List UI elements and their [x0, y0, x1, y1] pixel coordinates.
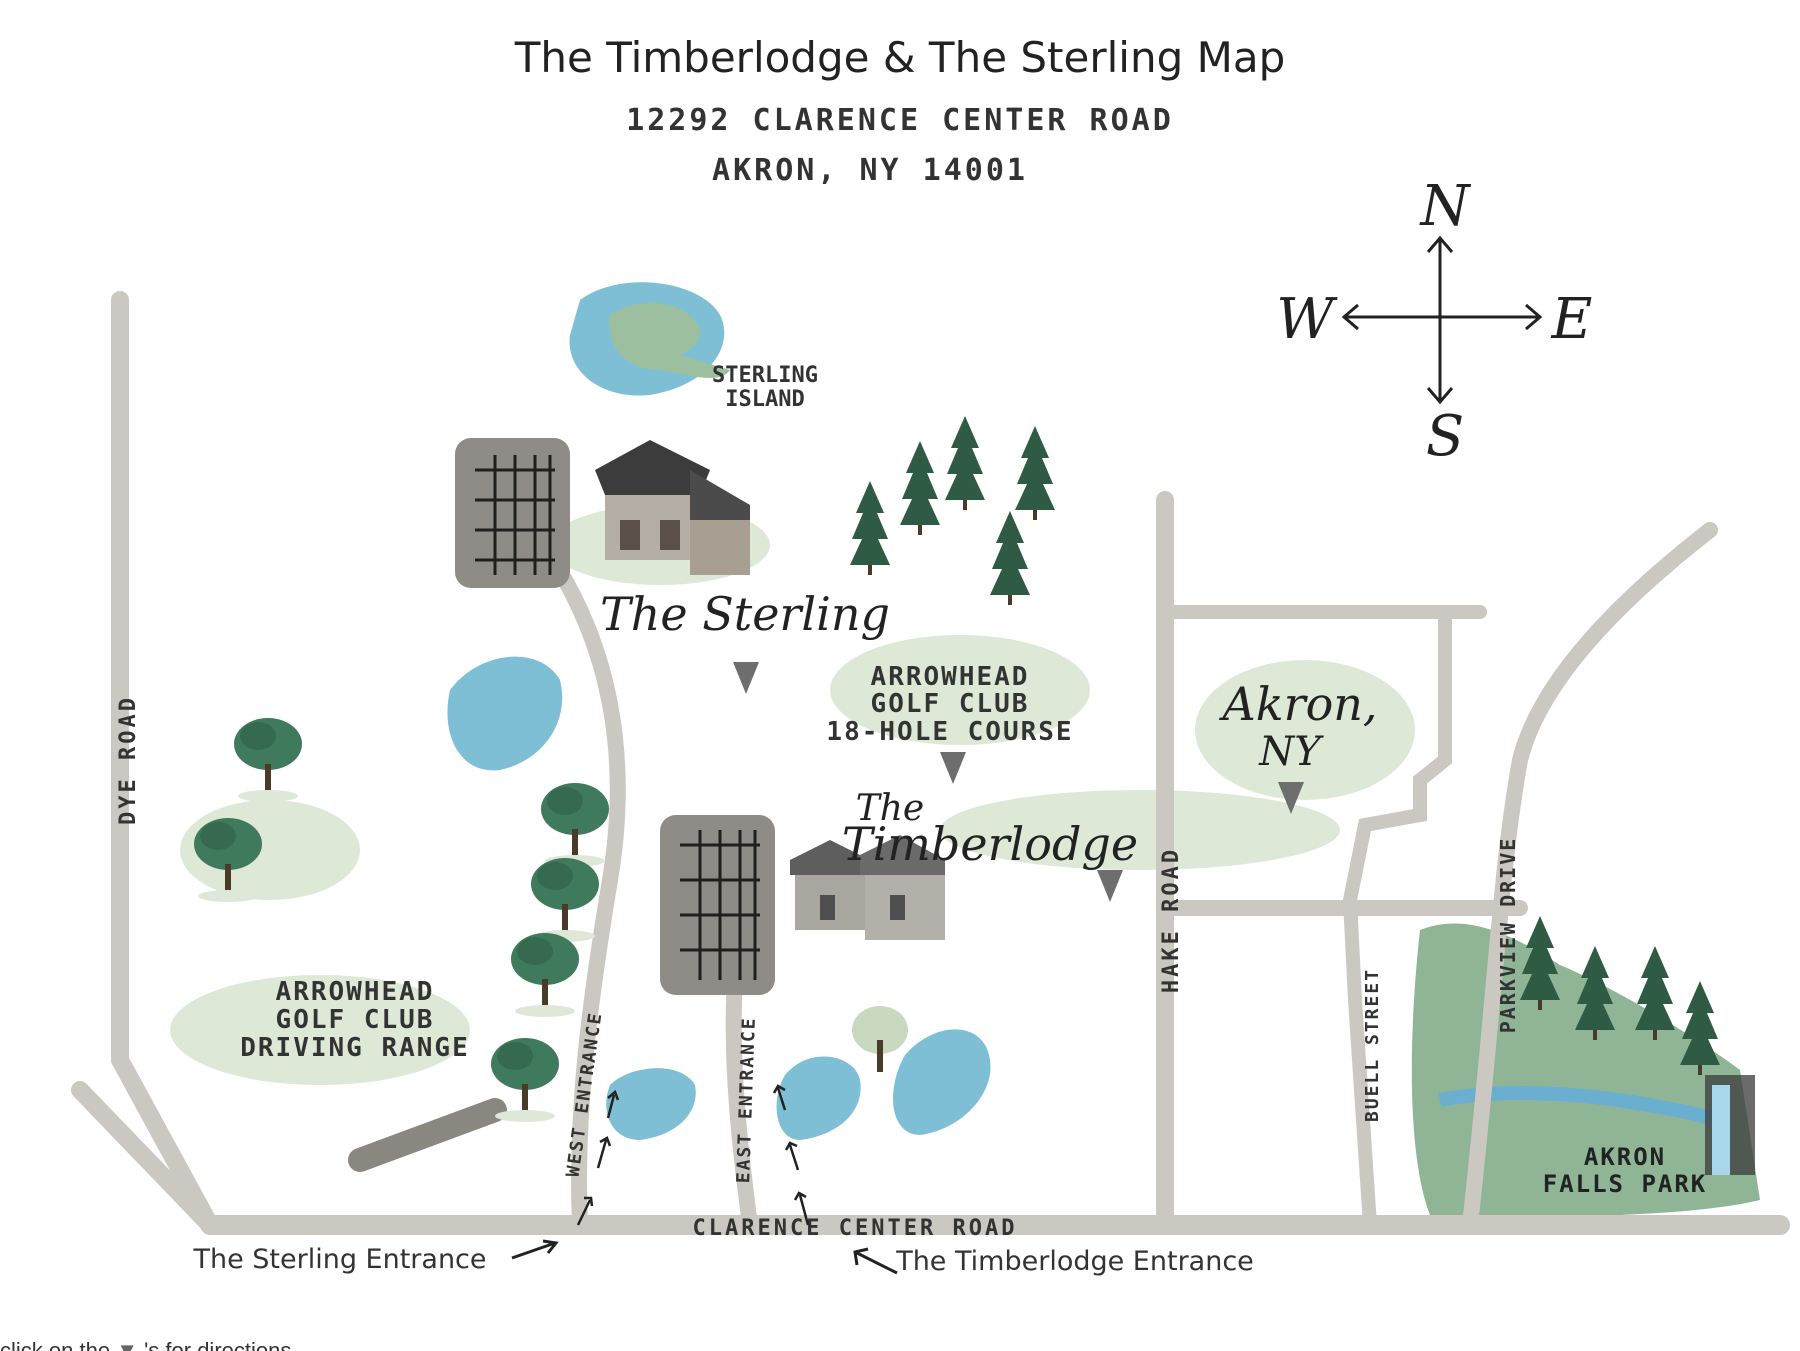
map-pin-icon: ▼ — [116, 1338, 138, 1351]
buell-street-label: BUELL STREET — [1362, 968, 1383, 1122]
arrow-down-icon — [1426, 387, 1454, 405]
sterling-directions-marker[interactable] — [733, 662, 759, 694]
clarence-center-road-label: CLARENCE CENTER ROAD — [693, 1216, 1018, 1241]
the-sterling-building — [595, 440, 750, 575]
compass-west: W — [1276, 287, 1338, 352]
arrow-up-icon — [1426, 235, 1454, 253]
sterling-entrance-label: The Sterling Entrance — [192, 1244, 486, 1275]
ponds — [447, 282, 991, 1140]
arrow-left-icon — [1341, 303, 1359, 331]
akron-directions-marker[interactable] — [1278, 782, 1304, 814]
driving-range-label-1: ARROWHEAD — [276, 977, 435, 1007]
west-pond — [447, 656, 563, 771]
east-pond-2 — [893, 1029, 991, 1135]
arrow-right-icon — [511, 1239, 559, 1260]
buell-street-path — [1342, 605, 1452, 1232]
map-pin-icon[interactable] — [1097, 870, 1123, 902]
map-pin-icon[interactable] — [1278, 782, 1304, 814]
the-timberlodge-building — [790, 835, 945, 940]
roads — [71, 291, 1790, 1235]
arrow-left-icon — [853, 1247, 898, 1275]
akron-label-1: Akron, — [1218, 677, 1377, 731]
compass-south: S — [1426, 404, 1464, 469]
golf-course-label-1: ARROWHEAD — [871, 662, 1030, 692]
west-entrance-label: WEST ENTRANCE — [563, 1010, 607, 1178]
east-pond-1 — [776, 1056, 861, 1140]
sterling-island — [609, 303, 730, 378]
arrow-right-icon — [1525, 303, 1543, 331]
timberlodge-label-2: Timberlodge — [842, 817, 1138, 871]
sterling-island-label-2: ISLAND — [725, 387, 804, 412]
park-stream — [1438, 1085, 1722, 1127]
golf-course-label-3: 18-HOLE COURSE — [826, 717, 1073, 747]
directions-hint-prefix: click on the — [0, 1338, 111, 1351]
golf-course-label-2: GOLF CLUB — [871, 689, 1030, 719]
dye-road-label: DYE ROAD — [116, 695, 141, 825]
address-line-1: 12292 CLARENCE CENTER ROAD — [626, 103, 1174, 138]
sterling-parking-lot — [455, 438, 570, 588]
timberlodge-label-1: The — [856, 788, 925, 829]
driving-range-label-3: DRIVING RANGE — [240, 1033, 470, 1063]
address-line-2: AKRON, NY 14001 — [712, 153, 1028, 188]
map-pin-icon[interactable] — [733, 662, 759, 694]
the-sterling-label: The Sterling — [600, 587, 890, 641]
west-entrance-pond — [606, 1068, 696, 1140]
golf-course-directions-marker[interactable] — [940, 752, 966, 784]
parkview-drive-path — [1462, 522, 1718, 1233]
timberlodge-parking-lot — [660, 815, 775, 995]
map-title: The Timberlodge & The Sterling Map — [514, 33, 1285, 82]
hake-road-label: HAKE ROAD — [1159, 847, 1184, 993]
west-entrance-path — [557, 572, 626, 1233]
entrance-path-arrows — [576, 1084, 810, 1226]
dye-road-path — [111, 291, 219, 1234]
timberlodge-entrance-label: The Timberlodge Entrance — [895, 1246, 1254, 1277]
timberlodge-directions-marker[interactable] — [1097, 870, 1123, 902]
willow-tree — [852, 1006, 908, 1072]
akron-falls-label-2: FALLS PARK — [1543, 1170, 1708, 1198]
directions-hint: click on the ▼ 's for directions — [0, 1336, 600, 1351]
map-pin-icon[interactable] — [940, 752, 966, 784]
akron-falls-label-1: AKRON — [1584, 1143, 1666, 1171]
east-entrance-path — [725, 972, 758, 1233]
compass-rose: N S W E — [1276, 174, 1592, 469]
directions-hint-suffix: 's for directions — [144, 1338, 292, 1351]
akron-label-2: NY — [1258, 729, 1324, 775]
parkview-drive-label: PARKVIEW DRIVE — [1496, 837, 1520, 1034]
compass-north: N — [1419, 174, 1472, 239]
sterling-island-label-1: STERLING — [712, 363, 818, 388]
waterfall — [1712, 1085, 1730, 1175]
driving-range-label-2: GOLF CLUB — [276, 1005, 435, 1035]
east-entrance-label: EAST ENTRANCE — [733, 1016, 760, 1184]
compass-east: E — [1551, 287, 1593, 352]
